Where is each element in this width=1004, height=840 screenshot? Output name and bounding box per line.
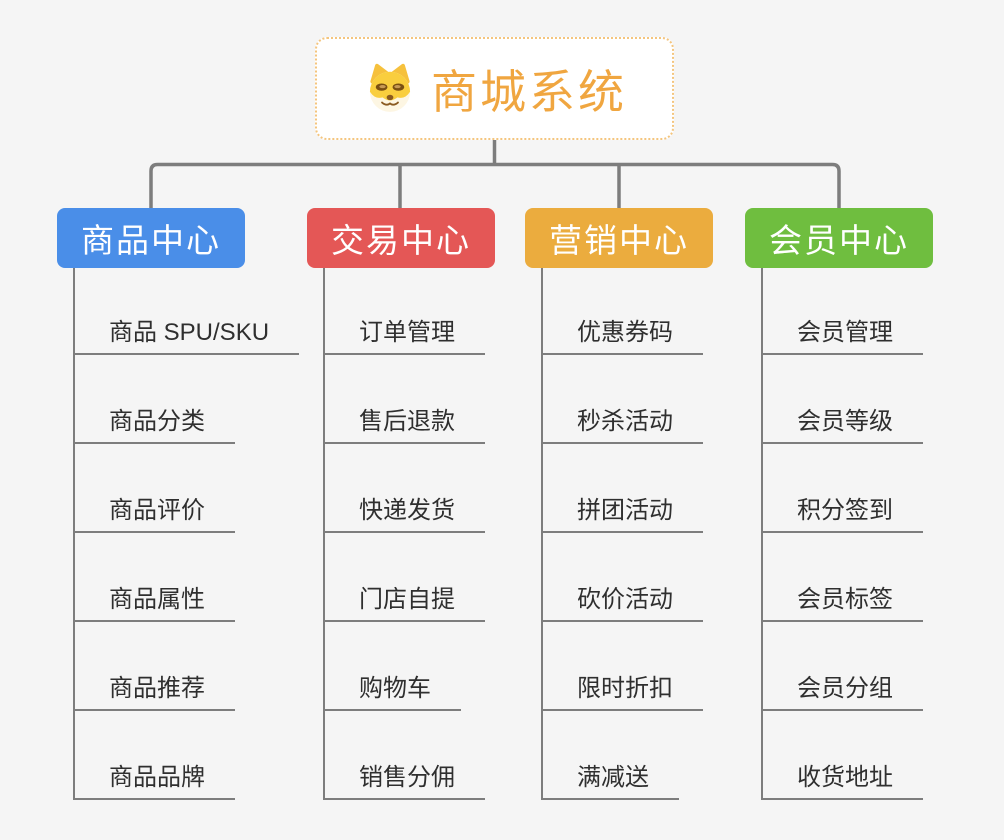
branch-item-list: 优惠券码 秒杀活动 拼团活动 砍价活动 限时折扣 满减送 bbox=[541, 268, 785, 800]
branch-item-list: 会员管理 会员等级 积分签到 会员标签 会员分组 收货地址 bbox=[761, 268, 1004, 800]
branch-node[interactable]: 会员中心 bbox=[745, 208, 933, 268]
leaf-node[interactable]: 秒杀活动 bbox=[543, 409, 703, 444]
leaf-node[interactable]: 购物车 bbox=[325, 676, 461, 711]
leaf-node[interactable]: 满减送 bbox=[543, 765, 679, 800]
branch-product-center: 商品中心 商品 SPU/SKU 商品分类 商品评价 商品属性 商品推荐 商品品牌 bbox=[57, 208, 317, 800]
leaf-node[interactable]: 销售分佣 bbox=[325, 765, 485, 800]
branch-member-center: 会员中心 会员管理 会员等级 积分签到 会员标签 会员分组 收货地址 bbox=[745, 208, 1004, 800]
leaf-node[interactable]: 门店自提 bbox=[325, 587, 485, 622]
branch-node[interactable]: 商品中心 bbox=[57, 208, 245, 268]
branch-node[interactable]: 营销中心 bbox=[525, 208, 713, 268]
shiba-dog-icon bbox=[369, 63, 411, 112]
branch-item-list: 商品 SPU/SKU 商品分类 商品评价 商品属性 商品推荐 商品品牌 bbox=[73, 268, 317, 800]
branch-node[interactable]: 交易中心 bbox=[307, 208, 495, 268]
leaf-node[interactable]: 商品属性 bbox=[75, 587, 235, 622]
root-node-label: 商城系统 bbox=[431, 65, 627, 118]
leaf-node[interactable]: 商品推荐 bbox=[75, 676, 235, 711]
leaf-node[interactable]: 收货地址 bbox=[763, 765, 923, 800]
leaf-node[interactable]: 商品 SPU/SKU bbox=[75, 320, 300, 355]
leaf-node[interactable]: 会员标签 bbox=[763, 587, 923, 622]
branch-trade-center: 交易中心 订单管理 售后退款 快递发货 门店自提 购物车 销售分佣 bbox=[307, 208, 567, 800]
leaf-node[interactable]: 会员分组 bbox=[763, 676, 923, 711]
root-node[interactable]: 商城系统 bbox=[315, 37, 674, 140]
leaf-node[interactable]: 商品分类 bbox=[75, 409, 235, 444]
leaf-node[interactable]: 优惠券码 bbox=[543, 320, 703, 355]
leaf-node[interactable]: 拼团活动 bbox=[543, 498, 703, 533]
leaf-node[interactable]: 快递发货 bbox=[325, 498, 485, 533]
leaf-node[interactable]: 积分签到 bbox=[763, 498, 923, 533]
leaf-node[interactable]: 商品品牌 bbox=[75, 765, 235, 800]
leaf-node[interactable]: 售后退款 bbox=[325, 409, 485, 444]
leaf-node[interactable]: 订单管理 bbox=[325, 320, 485, 355]
leaf-node[interactable]: 限时折扣 bbox=[543, 676, 703, 711]
leaf-node[interactable]: 会员等级 bbox=[763, 409, 923, 444]
branch-item-list: 订单管理 售后退款 快递发货 门店自提 购物车 销售分佣 bbox=[323, 268, 567, 800]
leaf-node[interactable]: 砍价活动 bbox=[543, 587, 703, 622]
leaf-node[interactable]: 会员管理 bbox=[763, 320, 923, 355]
branch-marketing-center: 营销中心 优惠券码 秒杀活动 拼团活动 砍价活动 限时折扣 满减送 bbox=[525, 208, 785, 800]
leaf-node[interactable]: 商品评价 bbox=[75, 498, 235, 533]
